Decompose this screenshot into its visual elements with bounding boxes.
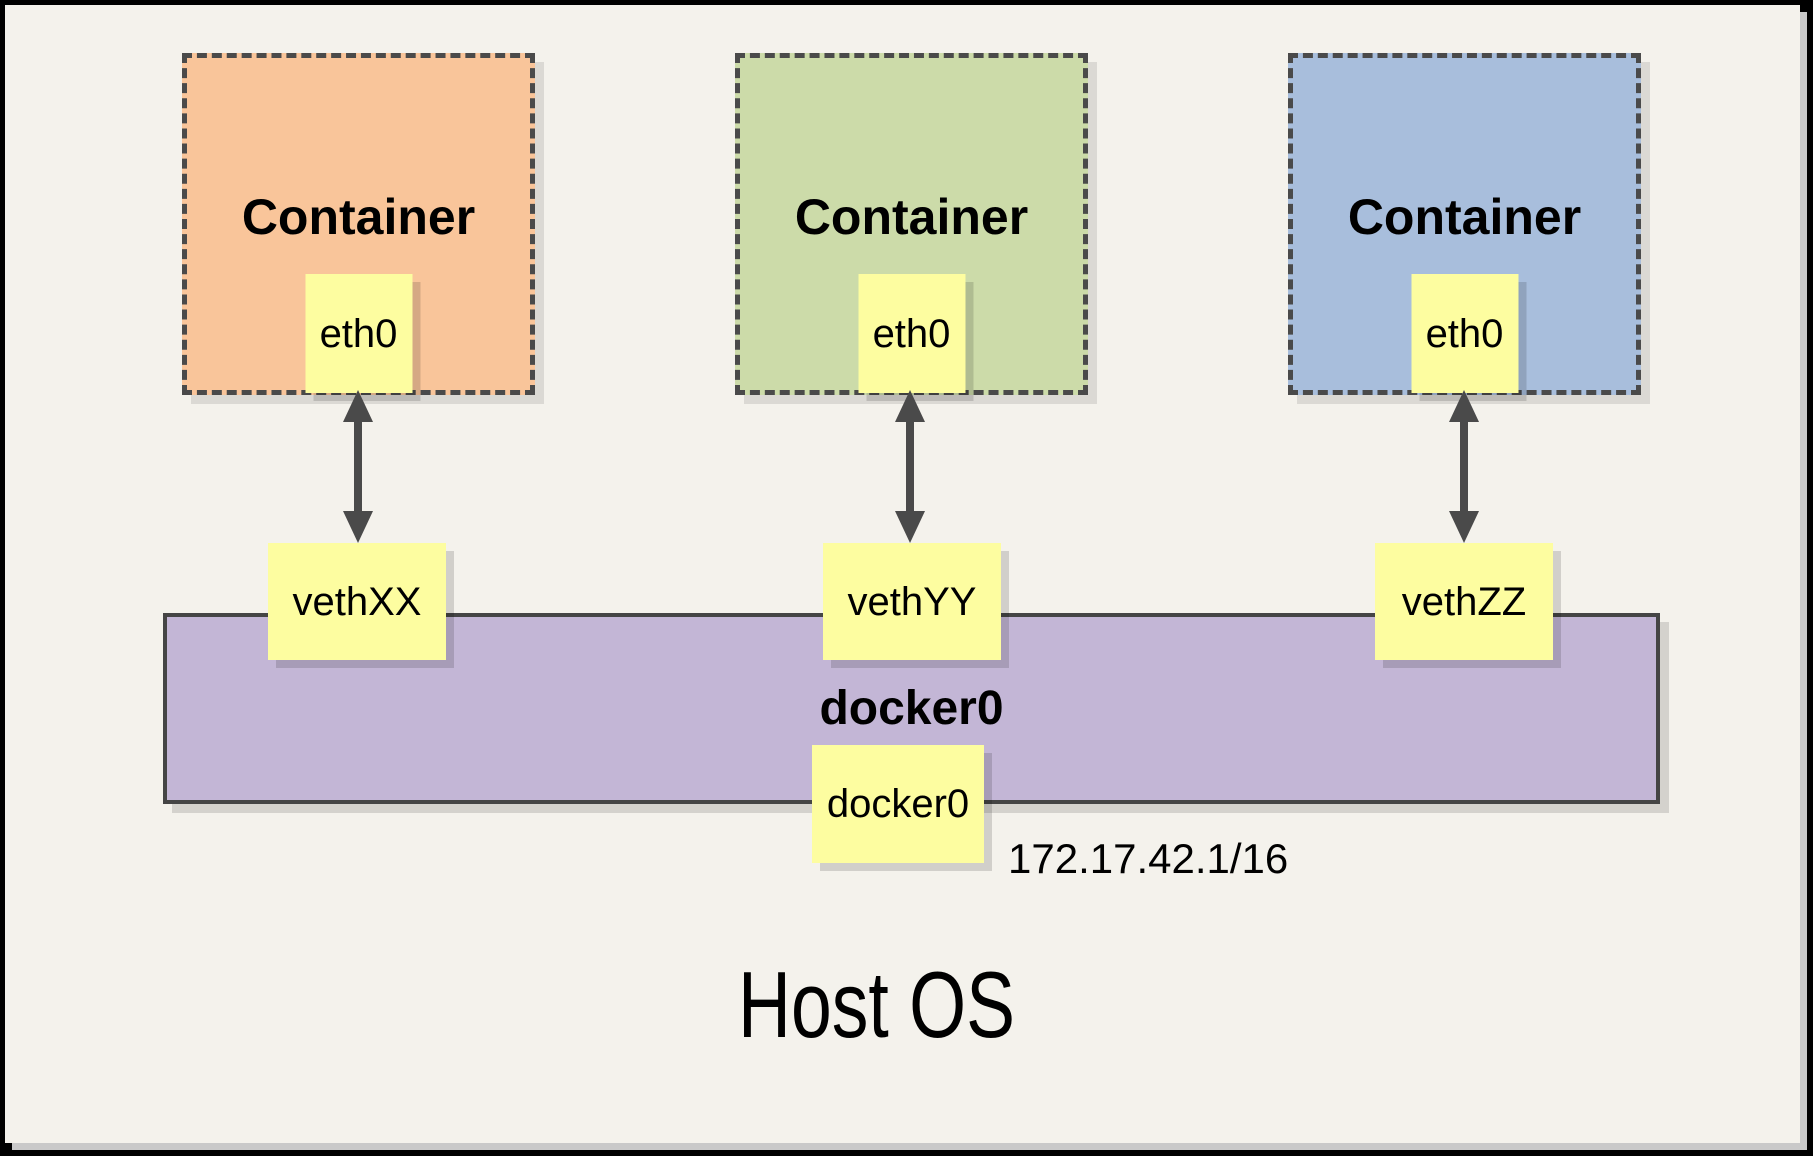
container-2-eth0-box: eth0 [858, 274, 965, 393]
docker0-interface-box: docker0 [812, 745, 984, 863]
container-box-1: Container eth0 [182, 53, 535, 395]
arrow-eth0-vethzz-icon [1449, 390, 1479, 543]
container-1-eth0-box: eth0 [305, 274, 412, 393]
arrow-eth0-vethxx-icon [343, 390, 373, 543]
container-box-3: Container eth0 [1288, 53, 1641, 395]
container-3-title: Container [1347, 189, 1582, 245]
container-1-eth0-label: eth0 [319, 311, 398, 356]
container-3-eth0-label: eth0 [1425, 311, 1504, 356]
vethzz-label: vethZZ [1401, 579, 1527, 624]
container-3-eth0-box: eth0 [1411, 274, 1518, 393]
vethyy-label: vethYY [847, 579, 977, 624]
vethxx-box: vethXX [268, 543, 446, 660]
container-box-2: Container eth0 [735, 53, 1088, 395]
docker0-bridge-title: docker0 [819, 681, 1004, 735]
vethxx-label: vethXX [292, 579, 422, 624]
docker0-interface-label: docker0 [826, 782, 970, 826]
container-2-eth0-label: eth0 [872, 311, 951, 356]
container-2-title: Container [794, 189, 1029, 245]
vethyy-box: vethYY [823, 543, 1001, 660]
host-os-label: Host OS [738, 952, 1016, 1057]
bridge-ip-label: 172.17.42.1/16 [1008, 835, 1289, 882]
arrow-eth0-vethyy-icon [895, 390, 925, 543]
container-1-title: Container [241, 189, 476, 245]
vethzz-box: vethZZ [1375, 543, 1553, 660]
